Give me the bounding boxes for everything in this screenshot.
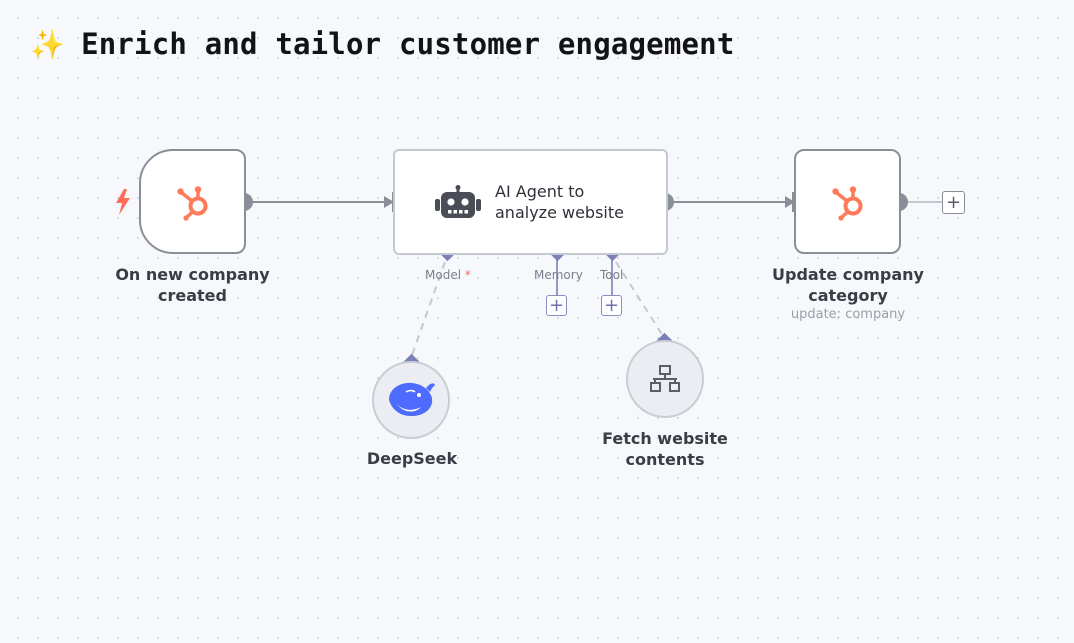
trigger-node-label: On new company created <box>115 265 270 305</box>
hubspot-icon <box>173 182 213 222</box>
arrow-head-agent <box>384 196 394 208</box>
add-memory-button[interactable]: + <box>546 295 567 316</box>
update-company-node-label: Update company category <box>772 265 924 305</box>
deepseek-node-label: DeepSeek <box>366 449 458 468</box>
update-company-sublabel: update: company <box>790 307 906 322</box>
model-connection <box>411 261 446 356</box>
arrow-head-update <box>785 196 795 208</box>
model-port-label: Model * <box>425 268 471 282</box>
deepseek-node[interactable] <box>372 361 450 439</box>
hubspot-icon <box>828 182 868 222</box>
tool-connection <box>615 261 664 337</box>
page-title-text: Enrich and tailor customer engagement <box>81 27 735 61</box>
page-title: ✨ Enrich and tailor customer engagement <box>30 24 734 64</box>
required-marker: * <box>464 268 471 282</box>
network-icon <box>650 365 680 393</box>
robot-icon <box>435 185 481 219</box>
update-company-node[interactable] <box>794 149 901 254</box>
ai-agent-node-label: AI Agent to analyze website <box>495 182 624 222</box>
sparkles-icon: ✨ <box>30 27 66 61</box>
trigger-bolt-icon <box>116 189 130 215</box>
memory-port-label: Memory <box>534 268 583 282</box>
fetch-website-node[interactable] <box>626 340 704 418</box>
add-next-node-button[interactable]: + <box>942 191 965 214</box>
deepseek-whale-icon <box>386 380 436 420</box>
fetch-website-node-label: Fetch website contents <box>602 429 728 469</box>
model-port-label-text: Model <box>425 268 462 282</box>
trigger-node[interactable] <box>139 149 246 254</box>
tool-port-label: Tool <box>600 268 624 282</box>
ai-agent-node[interactable]: AI Agent to analyze website <box>393 149 668 255</box>
add-tool-button[interactable]: + <box>601 295 622 316</box>
